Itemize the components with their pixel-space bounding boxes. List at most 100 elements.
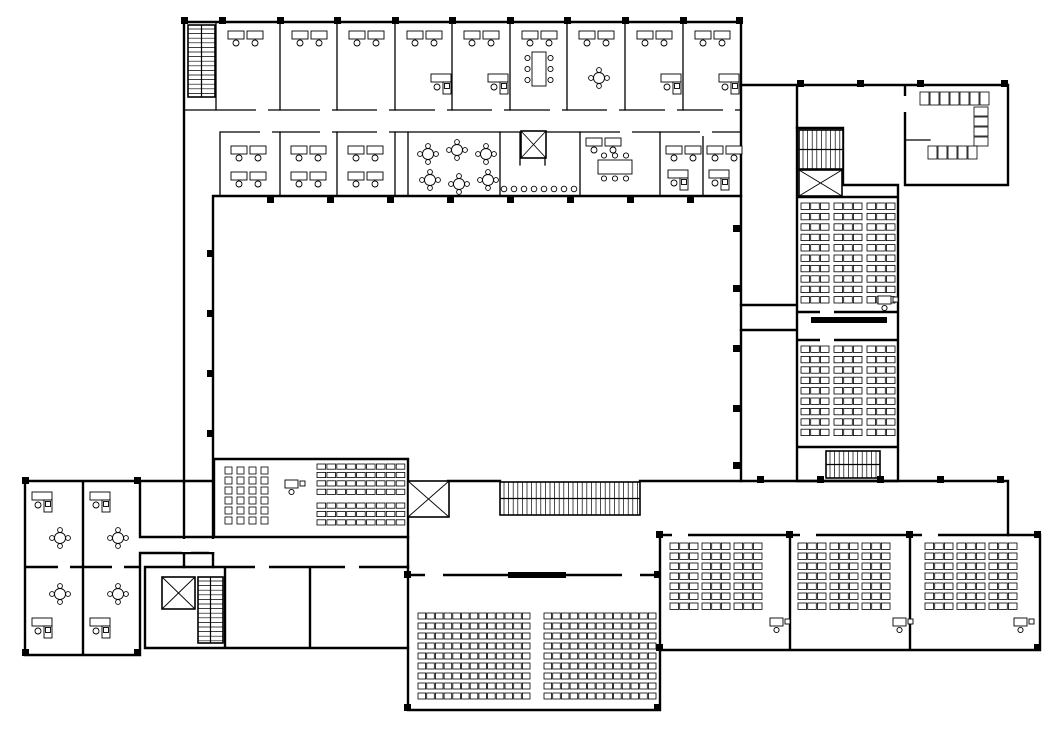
round-table (477, 169, 499, 191)
structural-column (733, 345, 740, 352)
wall-south-classroom-block (658, 533, 1042, 652)
door-opening (345, 563, 359, 571)
round-table (419, 169, 441, 191)
round-table (475, 143, 497, 165)
lecture-hall-a-seat-col-1 (800, 202, 830, 304)
chair (570, 185, 578, 193)
door-opening (820, 308, 834, 316)
round-table (107, 583, 129, 605)
door-opening (922, 531, 938, 539)
conf-h (597, 152, 633, 182)
ldesk (718, 73, 740, 95)
seminar-room-seats-back (316, 502, 406, 526)
ldesk (31, 617, 53, 639)
door-opening (377, 106, 389, 114)
chair (510, 185, 518, 193)
door-opening (320, 106, 332, 114)
door-opening (620, 128, 632, 136)
wall-north-wing-exterior (182, 20, 743, 569)
door-opening (820, 336, 834, 344)
round-table (107, 527, 129, 549)
wall-southwest-rooms (143, 565, 410, 650)
classroom-1-seat-col-1 (669, 542, 699, 610)
door-opening (320, 128, 332, 136)
round-table (49, 527, 71, 549)
structural-column (334, 17, 341, 24)
structural-column (134, 649, 141, 656)
structural-column (1034, 531, 1041, 538)
structural-column (736, 17, 743, 24)
door-opening (255, 563, 269, 571)
door-opening (58, 563, 70, 571)
structural-column (654, 571, 661, 578)
ws2 (636, 30, 673, 47)
teacher-desk (284, 479, 306, 496)
structural-column (207, 250, 214, 257)
stair-northwest (187, 24, 216, 98)
structural-column (447, 196, 454, 203)
chair (560, 185, 568, 193)
door-opening (492, 106, 504, 114)
ldesk (89, 491, 111, 513)
ws2 (406, 30, 443, 47)
structural-column (1001, 80, 1008, 87)
teacher-desk (769, 617, 791, 634)
structural-column (877, 476, 884, 483)
teacher-desk (1013, 617, 1035, 634)
chair (530, 185, 538, 193)
wall-north-band2 (219, 131, 742, 197)
structural-column (733, 462, 740, 469)
ws2 (578, 30, 615, 47)
structural-column (277, 17, 284, 24)
ne-lounge-bench-lower (927, 145, 978, 160)
ldesk (430, 73, 452, 95)
classroom-3-seat-col-2 (956, 542, 986, 610)
structural-column (656, 531, 663, 538)
structural-column (207, 430, 214, 437)
structural-column (906, 531, 913, 538)
structural-column (219, 17, 226, 24)
structural-column (327, 196, 334, 203)
structural-column (404, 571, 411, 578)
lecture-hall-b-seat-col-3 (866, 345, 896, 437)
structural-column (387, 196, 394, 203)
wall-band2-partitions (279, 131, 704, 197)
door-opening (723, 106, 735, 114)
structural-column (567, 196, 574, 203)
structural-column (22, 477, 29, 484)
round-table (446, 139, 468, 161)
chair (540, 185, 548, 193)
ws2 (230, 145, 267, 162)
chair (520, 185, 528, 193)
stair-northeast (798, 129, 844, 170)
ws2 (227, 30, 264, 47)
structural-column (564, 17, 571, 24)
ws2 (521, 30, 558, 47)
ws2 (694, 30, 731, 47)
ws2 (291, 30, 328, 47)
conf (524, 51, 554, 87)
elevator-central (407, 480, 450, 518)
door-opening (901, 96, 909, 112)
door-opening (607, 106, 619, 114)
chair (550, 185, 558, 193)
ws2 (348, 30, 385, 47)
chair (500, 185, 508, 193)
structural-column (181, 17, 188, 24)
door-openings-layer (58, 96, 938, 579)
classroom-2-seat-col-3 (861, 542, 891, 610)
seminar-room-desk-grid (224, 466, 269, 525)
classroom-2-seat-col-2 (829, 542, 859, 610)
ws2 (230, 171, 267, 188)
ldesk (660, 73, 682, 95)
structural-column (622, 17, 629, 24)
structural-column (207, 370, 214, 377)
auditorium-left-seats (417, 612, 531, 700)
round-table (448, 173, 470, 195)
structural-column (507, 17, 514, 24)
classroom-3-seat-col-1 (924, 542, 954, 610)
door-opening (256, 106, 268, 114)
structural-column (757, 476, 764, 483)
door-opening (425, 571, 443, 579)
